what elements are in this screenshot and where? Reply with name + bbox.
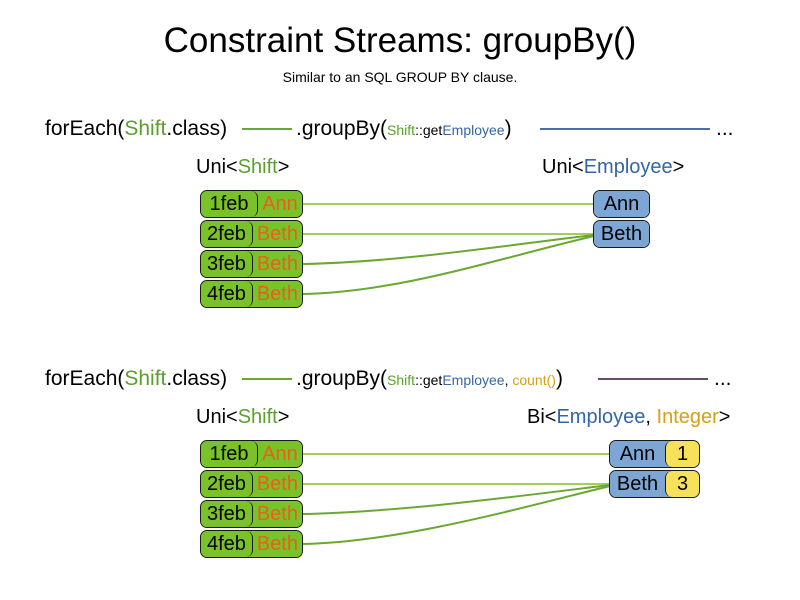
page-subtitle: Similar to an SQL GROUP BY clause. bbox=[282, 69, 518, 85]
code-ellipsis-1: ... bbox=[716, 117, 734, 140]
shift-date: 1feb bbox=[201, 191, 258, 217]
link-4feb-beth bbox=[302, 235, 595, 295]
type-name: Employee bbox=[583, 156, 673, 178]
type-name: Shift bbox=[237, 406, 278, 428]
employee-count: 3 bbox=[665, 471, 699, 497]
shift-date: 3feb bbox=[201, 501, 253, 527]
code-line-groupby-1: .groupBy(Shift::getEmployee) bbox=[296, 116, 512, 143]
stream-type-label-left-2: Uni<Shift> bbox=[196, 405, 289, 429]
foreach-suffix: .class) bbox=[166, 367, 228, 390]
shift-employee: Beth bbox=[252, 221, 302, 247]
shift-employee: Beth bbox=[252, 281, 302, 307]
stream-type-label-left-1: Uni<Shift> bbox=[196, 155, 289, 179]
mapper-type: Shift bbox=[387, 372, 416, 388]
page-title: Constraint Streams: groupBy() bbox=[163, 21, 637, 60]
foreach-type: Shift bbox=[124, 117, 167, 140]
groupby-suffix: ) bbox=[555, 367, 563, 390]
link2-3feb-beth bbox=[302, 484, 611, 515]
code-line-groupby-2: .groupBy(Shift::getEmployee, count()) bbox=[296, 366, 563, 393]
collector-count: count() bbox=[512, 372, 556, 388]
shift-employee: Beth bbox=[252, 501, 302, 527]
groupby-prefix: .groupBy( bbox=[296, 367, 388, 390]
foreach-prefix: forEach( bbox=[45, 117, 125, 140]
stream-type-label-right-1: Uni<Employee> bbox=[542, 155, 684, 179]
shift-employee: Ann bbox=[258, 441, 302, 467]
foreach-suffix: .class) bbox=[166, 117, 228, 140]
shift-date: 2feb bbox=[201, 221, 253, 247]
employee-name: Beth bbox=[594, 221, 649, 247]
code-line-foreach-1: forEach(Shift.class) bbox=[45, 116, 227, 142]
shift-employee: Beth bbox=[252, 531, 302, 557]
mapper-method-get: get bbox=[422, 122, 443, 138]
shift-employee: Beth bbox=[252, 251, 302, 277]
groupby-prefix: .groupBy( bbox=[296, 117, 388, 140]
type-suffix: > bbox=[672, 156, 685, 178]
shift-node[interactable]: 2feb Beth bbox=[200, 220, 303, 248]
mapper-type: Shift bbox=[387, 122, 416, 138]
shift-employee: Beth bbox=[252, 471, 302, 497]
stream-type-label-right-2: Bi<Employee, Integer> bbox=[527, 405, 730, 429]
groupby-suffix: ) bbox=[504, 117, 512, 140]
employee-node[interactable]: Beth bbox=[593, 220, 650, 248]
mapper-method-employee: Employee bbox=[442, 122, 505, 138]
shift-node[interactable]: 4feb Beth bbox=[200, 280, 303, 308]
employee-count-node[interactable]: Beth 3 bbox=[609, 470, 700, 498]
link-3feb-beth bbox=[302, 234, 595, 265]
shift-date: 1feb bbox=[201, 441, 258, 467]
shift-date: 3feb bbox=[201, 251, 253, 277]
mapper-separator: :: bbox=[415, 372, 423, 388]
type-prefix: Uni< bbox=[196, 406, 238, 428]
shift-node[interactable]: 1feb Ann bbox=[200, 190, 303, 218]
type-separator: , bbox=[645, 406, 657, 428]
shift-node[interactable]: 1feb Ann bbox=[200, 440, 303, 468]
employee-count: 1 bbox=[665, 441, 699, 467]
code-ellipsis-2: ... bbox=[714, 367, 732, 390]
type-name: Employee bbox=[556, 406, 646, 428]
link2-4feb-beth bbox=[302, 485, 611, 545]
type-name: Shift bbox=[237, 156, 278, 178]
mapper-method-employee: Employee bbox=[442, 372, 505, 388]
foreach-prefix: forEach( bbox=[45, 367, 125, 390]
shift-date: 4feb bbox=[201, 281, 253, 307]
shift-node[interactable]: 3feb Beth bbox=[200, 500, 303, 528]
code-line-foreach-2: forEach(Shift.class) bbox=[45, 366, 227, 392]
mapper-method-get: get bbox=[422, 372, 443, 388]
employee-node[interactable]: Ann bbox=[593, 190, 650, 218]
employee-count-node[interactable]: Ann 1 bbox=[609, 440, 700, 468]
type-prefix: Bi< bbox=[527, 406, 557, 428]
foreach-type: Shift bbox=[124, 367, 167, 390]
shift-node[interactable]: 4feb Beth bbox=[200, 530, 303, 558]
shift-date: 4feb bbox=[201, 531, 253, 557]
shift-employee: Ann bbox=[258, 191, 302, 217]
type-name-2: Integer bbox=[656, 406, 719, 428]
mapper-separator: :: bbox=[415, 122, 423, 138]
shift-node[interactable]: 2feb Beth bbox=[200, 470, 303, 498]
employee-name: Ann bbox=[610, 441, 665, 467]
employee-name: Ann bbox=[594, 191, 649, 217]
shift-node[interactable]: 3feb Beth bbox=[200, 250, 303, 278]
employee-name: Beth bbox=[610, 471, 665, 497]
type-suffix: > bbox=[718, 406, 731, 428]
type-prefix: Uni< bbox=[542, 156, 584, 178]
type-prefix: Uni< bbox=[196, 156, 238, 178]
type-suffix: > bbox=[277, 156, 290, 178]
shift-date: 2feb bbox=[201, 471, 253, 497]
type-suffix: > bbox=[277, 406, 290, 428]
arg-separator: , bbox=[504, 372, 513, 388]
